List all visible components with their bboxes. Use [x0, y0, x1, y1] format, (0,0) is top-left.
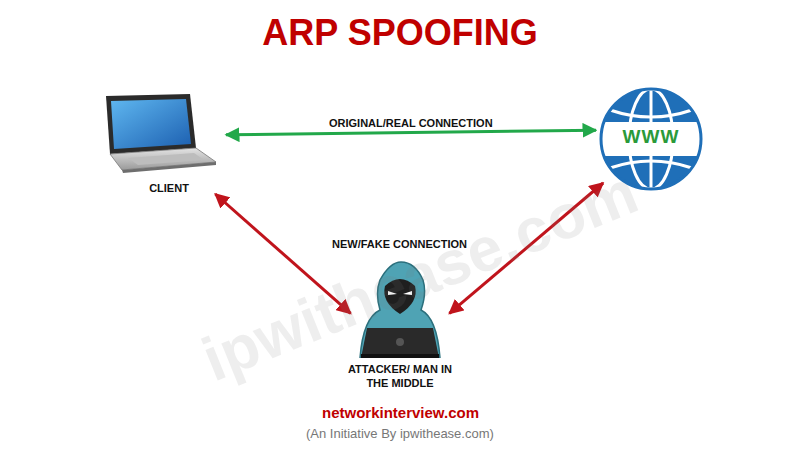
globe-text: WWW — [596, 126, 706, 148]
initiative-note: (An Initiative By ipwithease.com) — [306, 426, 494, 441]
watermark: ipwithease.com — [193, 156, 648, 395]
diagram-title: ARP SPOOFING — [0, 12, 800, 54]
site-credit: networkinterview.com — [322, 404, 479, 421]
connection-label: ORIGINAL/REAL CONNECTION — [329, 117, 493, 129]
node-label: CLIENT — [92, 182, 226, 194]
node-label: ATTACKER/ MAN IN THE MIDDLE — [344, 362, 456, 390]
connection-arrow — [226, 130, 596, 135]
client-node: CLIENT — [92, 92, 226, 194]
